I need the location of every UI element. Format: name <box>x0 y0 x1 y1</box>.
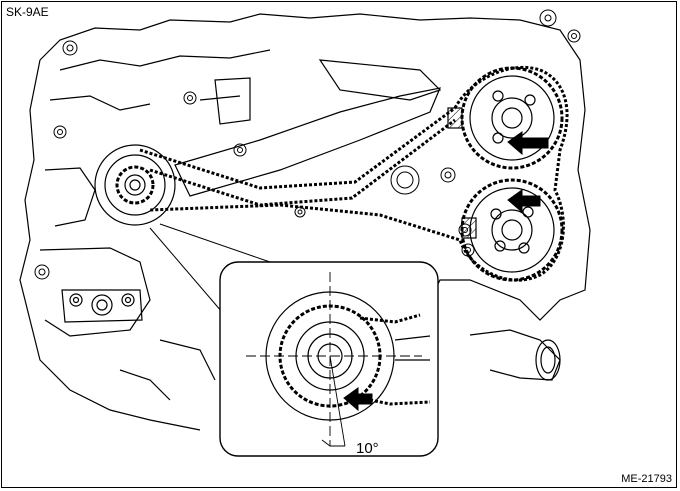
arrow-left-marker-icon <box>507 189 541 214</box>
chain-guide <box>174 59 442 197</box>
block-bolts <box>34 9 581 280</box>
cam-sprocket-upper <box>447 66 564 170</box>
angle-label: 10° <box>356 440 379 457</box>
arrow-left-marker-icon <box>343 387 373 412</box>
leader-lines <box>149 223 271 313</box>
oil-pump-bracket <box>61 289 143 323</box>
water-pipe <box>469 329 561 381</box>
arrow-left-marker-icon <box>507 131 549 156</box>
crank-sprocket <box>94 144 176 226</box>
cam-sprocket-lower <box>460 178 564 282</box>
detail-inset <box>219 261 439 457</box>
detail-inset-drawing <box>246 272 431 447</box>
figure-code: SK-9AE <box>6 5 49 19</box>
figure-number: ME-21793 <box>621 473 672 485</box>
